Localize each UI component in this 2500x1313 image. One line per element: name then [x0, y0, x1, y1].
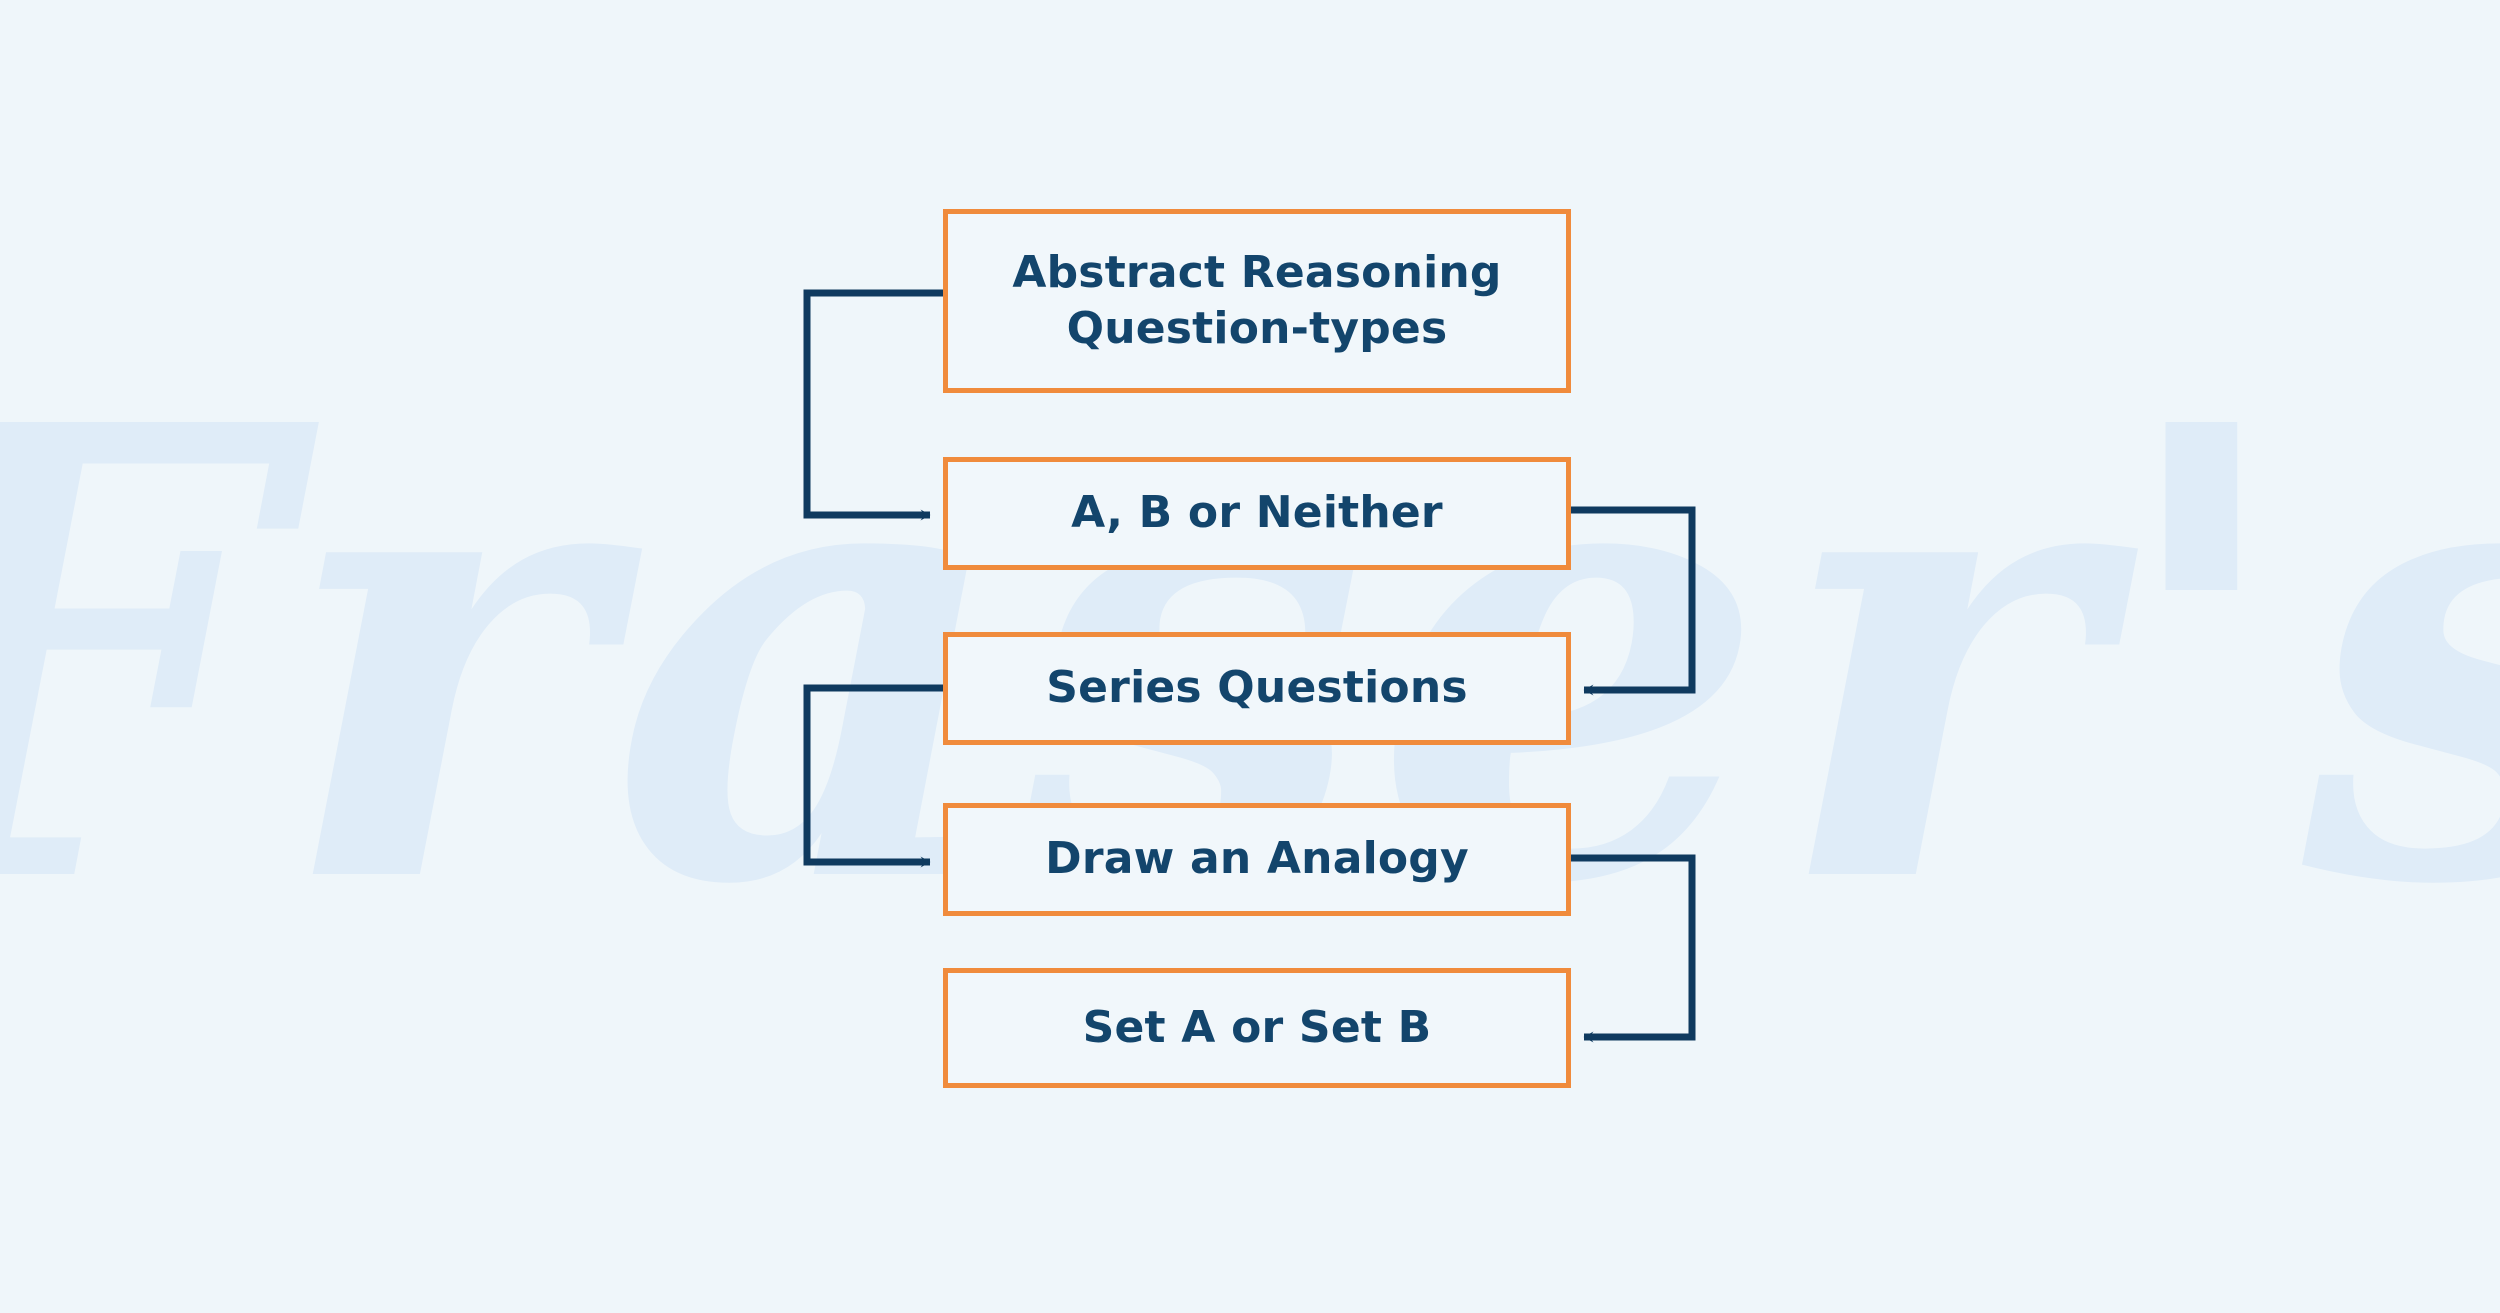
- node-label: Series Questions: [1046, 662, 1468, 714]
- node-a-b-or-neither[interactable]: A, B or Neither: [943, 457, 1571, 570]
- node-draw-an-analogy[interactable]: Draw an Analogy: [943, 803, 1571, 916]
- node-abstract-reasoning-question-types[interactable]: Abstract Reasoning Question-types: [943, 209, 1571, 393]
- node-label: A, B or Neither: [1071, 487, 1443, 539]
- node-series-questions[interactable]: Series Questions: [943, 632, 1571, 745]
- node-label: Draw an Analogy: [1045, 833, 1469, 885]
- node-set-a-or-set-b[interactable]: Set A or Set B: [943, 968, 1571, 1088]
- node-label: Abstract Reasoning Question-types: [1012, 246, 1502, 354]
- node-label: Set A or Set B: [1082, 1001, 1432, 1053]
